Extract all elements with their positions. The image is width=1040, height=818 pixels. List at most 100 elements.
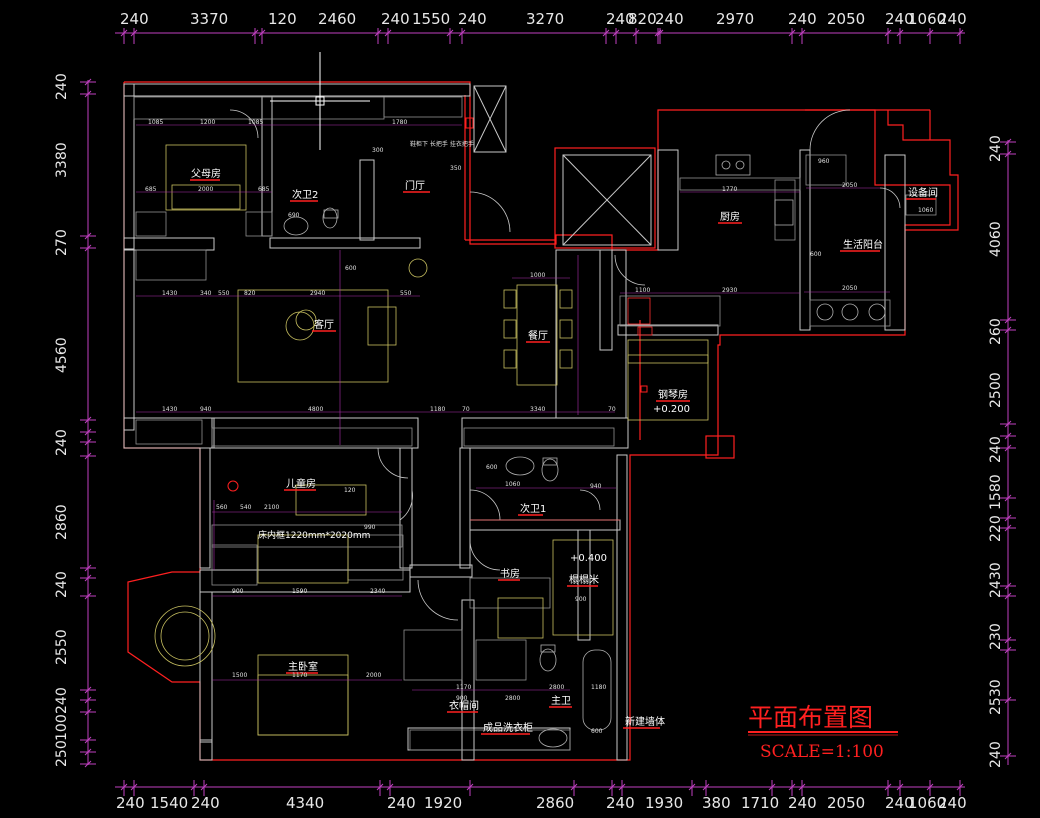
top-dim: 240 [655,10,684,28]
dim-slash [84,592,92,600]
top-dimension-ticks [120,28,964,44]
room-label-utility: 设备间 [908,186,938,199]
inner-dim-label: 550 [400,290,412,297]
drawing-scale: SCALE=1:100 [760,742,884,762]
dim-slash [1004,752,1012,760]
red-accents [227,117,648,521]
top-dim: 820 [628,10,657,28]
inner-dim-label: 2000 [198,186,213,193]
dim-slash [1004,150,1012,158]
top-dim: 240 [606,10,635,28]
dim-slash [1004,524,1012,532]
right-dim: 2430 [988,562,1004,598]
left-dim: 240 [54,429,70,456]
room-label-kitchen: 厨房 [720,210,740,223]
walls [123,83,906,761]
right-dim: 2500 [988,372,1004,408]
inner-dim-label: 600 [591,728,603,735]
inner-dim-label: 820 [244,290,256,297]
shaft-boxes [473,85,652,246]
dim-slash [1004,494,1012,502]
inner-dim-label: 1085 [148,119,163,126]
dimension-lines [87,32,1009,788]
right-dim: 2530 [988,679,1004,715]
dim-slash [788,29,796,37]
left-dim: 270 [54,229,70,256]
room-label-dining: 餐厅 [528,329,548,342]
inner-dim-label: 990 [364,524,376,531]
inner-dim-label: 540 [240,504,252,511]
study-level: +0.400 [570,553,607,564]
dim-slash [190,783,198,791]
right-dimensions: 240 4060 260 2500 240 1580 220 2430 230 … [988,135,1004,768]
dim-slash [632,29,640,37]
dim-slash [374,29,382,37]
left-dim: 240 [54,687,70,714]
dim-slash [798,29,806,37]
dim-slash [1004,420,1012,428]
dim-slash [688,783,696,791]
right-dim: 230 [988,623,1004,650]
inner-dim-label: 120 [344,487,356,494]
dim-slash [84,428,92,436]
dim-slash [788,783,796,791]
dim-slash [446,29,454,37]
dim-slash [84,452,92,460]
bottom-dim: 240 [885,794,914,812]
room-label-bath1: 次卫1 [520,502,546,515]
dim-slash [1004,432,1012,440]
top-dim: 3370 [190,10,228,28]
top-dim: 2460 [318,10,356,28]
inner-dim-label: 300 [372,147,384,154]
inner-dim-label: 1085 [248,119,263,126]
right-dim: 260 [988,318,1004,345]
right-dim: 240 [988,135,1004,162]
bottom-dim: 240 [788,794,817,812]
dim-slash [1004,592,1012,600]
bottom-dim: 240 [191,794,220,812]
dim-slash [84,574,92,582]
inner-dim-label: 2050 [842,285,857,292]
inner-dim-label: 1060 [505,481,520,488]
dim-slash [84,416,92,424]
dim-slash [1004,582,1012,590]
inner-dim-label: 1200 [200,119,215,126]
room-label-kids: 儿童房 [286,477,316,490]
dim-slash [130,783,138,791]
bottom-dim: 2050 [827,794,865,812]
inner-dim-label: 960 [818,158,830,165]
inner-dim-label: 1770 [722,186,737,193]
top-dim: 240 [458,10,487,28]
right-dimension-ticks [1000,138,1016,760]
top-dim: 1060 [908,10,946,28]
dim-slash [926,29,934,37]
left-dim: 240 [54,73,70,100]
inner-dim-label: 900 [575,596,587,603]
dim-slash [84,438,92,446]
inner-dim-label: 1780 [392,119,407,126]
inner-dim-label: 685 [258,186,270,193]
inner-dim-label: 560 [216,504,228,511]
top-dim: 2050 [827,10,865,28]
right-dim: 1580 [988,474,1004,510]
dim-slash [84,78,92,86]
label-new-wall: 新建墙体 [625,715,665,728]
dim-slash [251,29,259,37]
dim-slash [84,736,92,744]
left-dim: 240 [54,571,70,598]
dim-slash [896,29,904,37]
inner-dim-label: 1060 [918,207,933,214]
left-dimension-ticks [80,78,96,768]
dim-slash [386,783,394,791]
dim-slash [84,686,92,694]
dim-slash [1004,636,1012,644]
inner-dim-label: 2800 [549,684,564,691]
left-dimensions: 240 3380 270 4560 240 2860 240 2550 250 … [54,73,70,767]
cabinet-note: 鞋柜下 长把手 挂衣把手 [410,140,474,148]
dim-slash [1004,138,1012,146]
cad-crosshair-cursor[interactable] [270,52,370,150]
dim-slash [884,29,892,37]
dim-slash [120,783,128,791]
inner-dim-label: 600 [486,464,498,471]
